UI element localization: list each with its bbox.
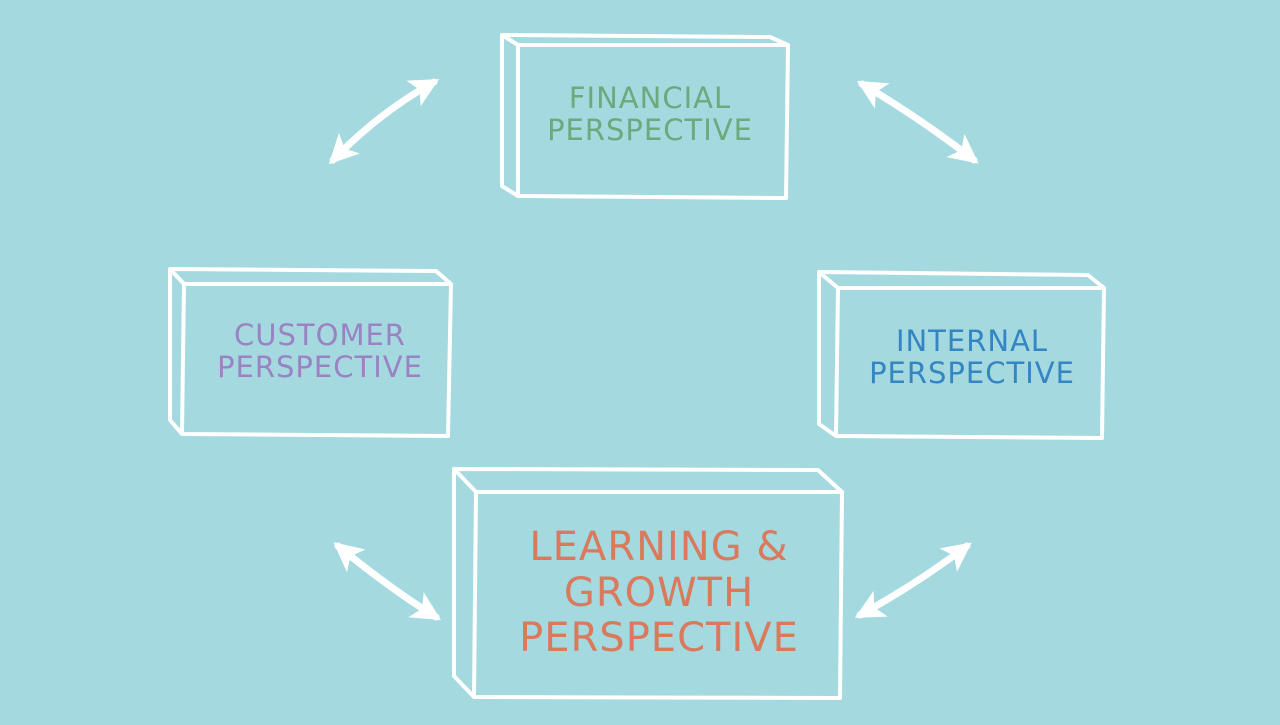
internal-title-line2: PERSPECTIVE	[869, 356, 1075, 390]
learning-box-outline	[452, 467, 844, 700]
customer-box-edge	[180, 283, 186, 435]
customer-perspective-box: CUSTOMER PERSPECTIVE	[168, 267, 453, 438]
customer-title-line2: PERSPECTIVE	[217, 350, 423, 384]
double-arrow-icon	[854, 542, 972, 619]
learning-growth-perspective-box: LEARNING & GROWTH PERSPECTIVE	[452, 467, 844, 700]
internal-perspective-box: INTERNAL PERSPECTIVE	[817, 270, 1106, 440]
double-arrow-icon	[856, 80, 979, 164]
learning-box-edge	[472, 491, 478, 698]
customer-title-line1: CUSTOMER	[234, 318, 406, 352]
financial-perspective-box: FINANCIAL PERSPECTIVE	[500, 33, 790, 200]
internal-box-outline	[817, 270, 1106, 440]
learning-box-edge	[452, 467, 842, 494]
learning-title-line3: PERSPECTIVE	[519, 615, 799, 661]
internal-box-edge	[834, 287, 840, 437]
financial-box-outline	[500, 33, 790, 200]
learning-title-line1: LEARNING &	[529, 524, 788, 570]
learning-title-line2: GROWTH	[564, 570, 754, 616]
internal-title-line1: INTERNAL	[896, 324, 1048, 358]
financial-title-line2: PERSPECTIVE	[547, 113, 753, 147]
financial-title-line1: FINANCIAL	[569, 81, 731, 115]
double-arrow-icon	[333, 542, 442, 621]
customer-box-outline	[168, 267, 453, 438]
double-arrow-icon	[328, 78, 440, 165]
